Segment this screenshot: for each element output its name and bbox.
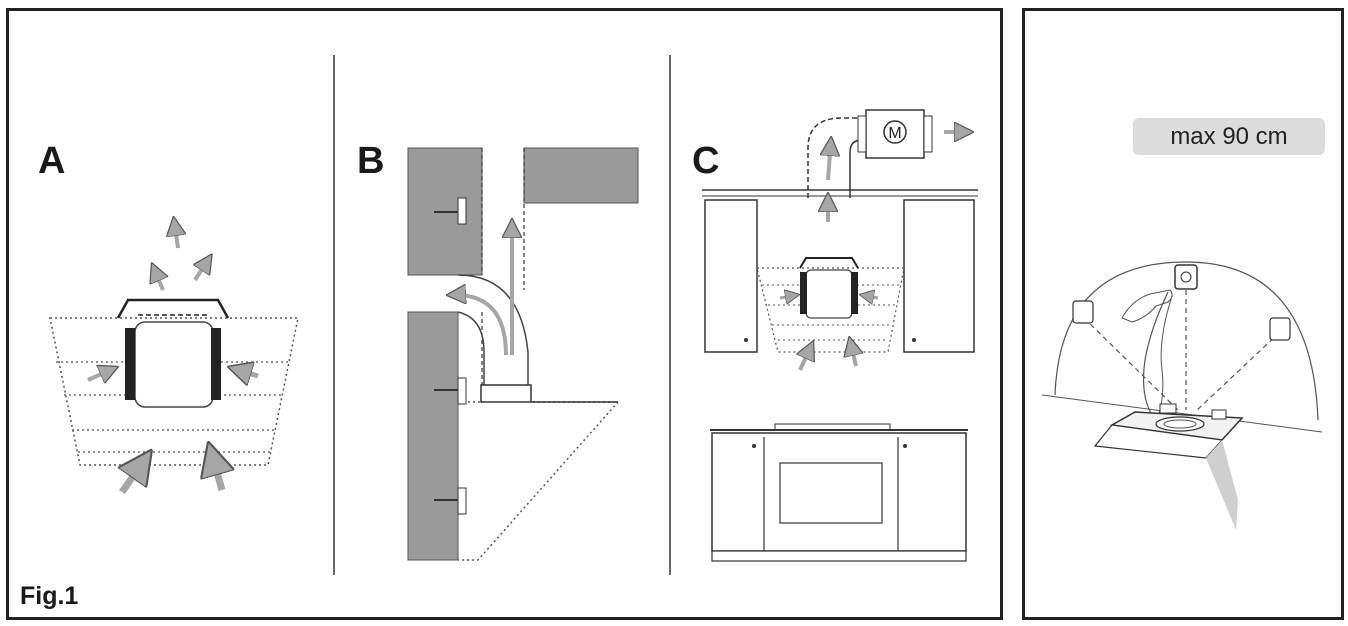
oven-window-c [779, 462, 883, 524]
diagram-a [49, 220, 299, 495]
hood-outline-c [756, 267, 905, 353]
motor-label: M [888, 125, 901, 142]
chimney-shade [1206, 440, 1238, 530]
max-distance-badge: max 90 cm [1133, 118, 1325, 155]
filter-left-a [125, 328, 135, 400]
diagram-b [407, 147, 639, 561]
section-label-c: C [692, 140, 720, 182]
cover-a [116, 298, 230, 319]
hood-outline-b [458, 401, 620, 561]
filter-body-a [134, 321, 214, 408]
motor-box-b [480, 384, 532, 403]
socket-top-icon [1174, 264, 1198, 290]
ceiling-cabinet-b [523, 147, 639, 204]
section-label-b: B [357, 140, 385, 182]
filter-right-a [211, 328, 221, 400]
cabinet-left-c [704, 199, 758, 353]
socket-right-icon [1269, 317, 1291, 341]
diagram-c: M [702, 109, 978, 562]
cabinet-right-c [903, 199, 975, 353]
duct-bend-b [457, 274, 529, 385]
hand-icon [1121, 289, 1173, 323]
reach-arc [1054, 261, 1319, 421]
figure-label: Fig.1 [20, 582, 79, 610]
hood-outline-a [49, 317, 299, 466]
socket-left-icon [1072, 300, 1094, 324]
section-label-a: A [38, 140, 66, 182]
motor-icon [883, 120, 907, 144]
side-panel-drawing [1041, 261, 1323, 530]
wall-lower-b [407, 311, 459, 561]
